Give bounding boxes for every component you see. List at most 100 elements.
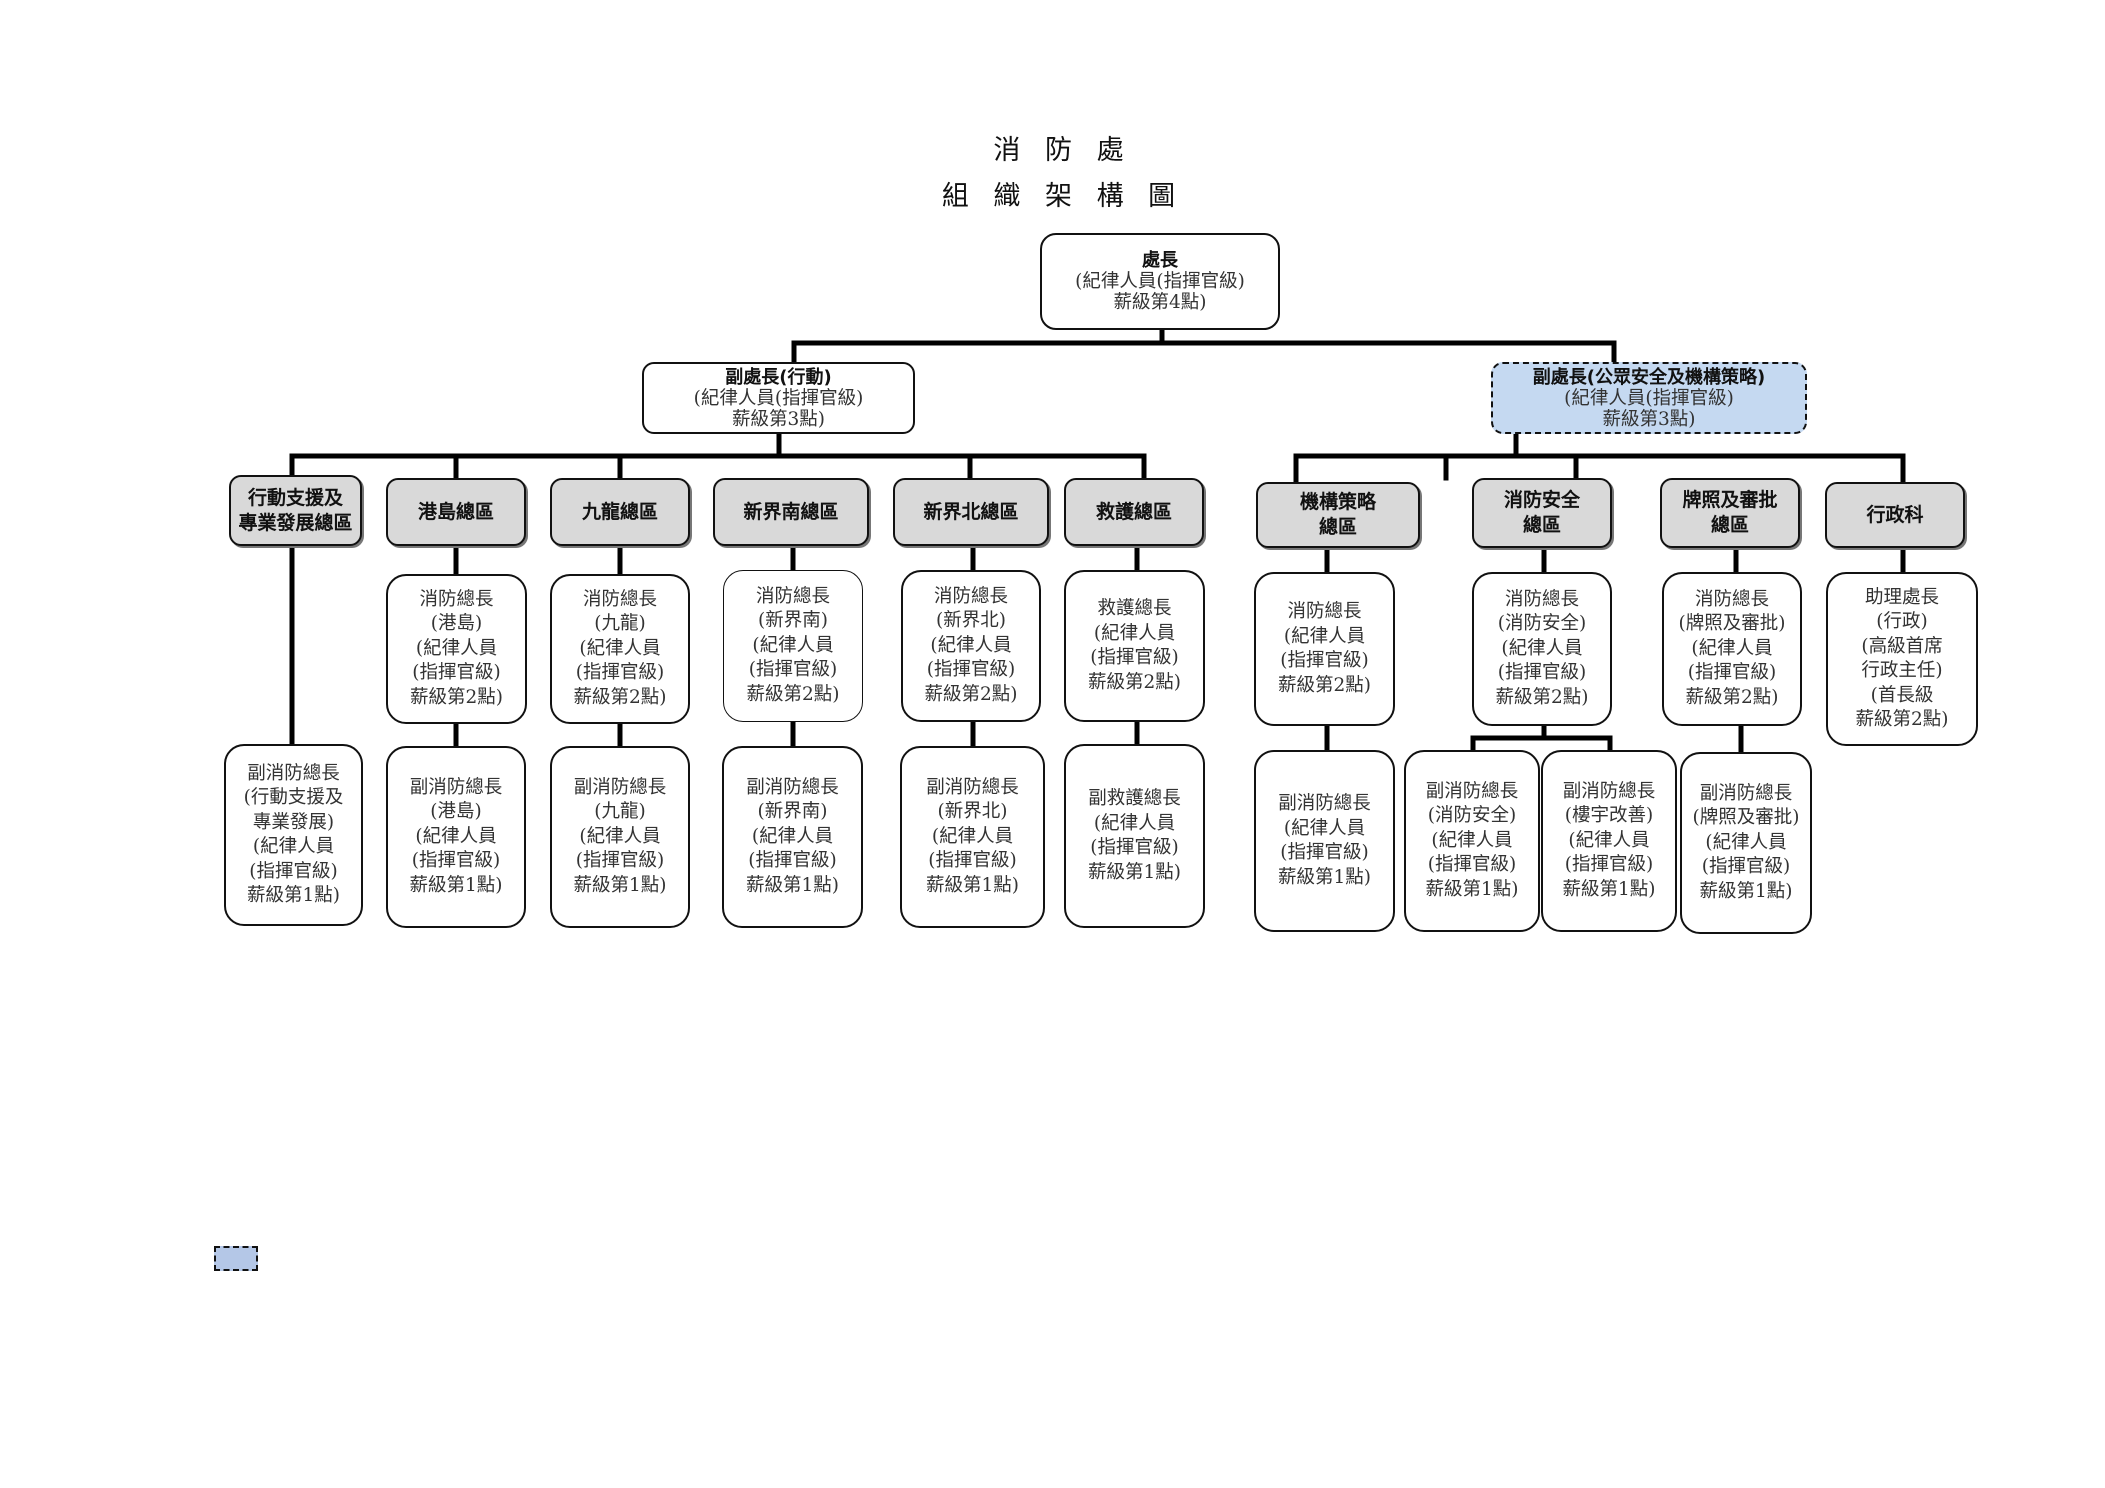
post-line: 薪級第1點) [409, 874, 503, 896]
post-line: (指揮官級) [928, 850, 1017, 872]
post-line: (指揮官級) [1280, 650, 1369, 671]
post-line: (紀律人員 [751, 825, 834, 847]
post-line: (紀律人員 [252, 836, 335, 857]
post-line: 薪級第1點) [573, 874, 667, 896]
deputy-chief-box-building-improvement[interactable]: 副消防總長 (樓宇改善) (紀律人員 (指揮官級) 薪級第1點) [1541, 750, 1677, 932]
command-box-hk-island[interactable]: 港島總區 [386, 478, 526, 546]
command-box-nt-north[interactable]: 新界北總區 [893, 478, 1049, 546]
deputy-director-public-safety-box[interactable]: 副處長(公眾安全及機構策略) (紀律人員(指揮官級) 薪級第3點) [1491, 362, 1807, 434]
command-box-kowloon[interactable]: 九龍總區 [550, 478, 690, 546]
director-title: 處長 [1142, 250, 1178, 271]
post-line: 薪級第2點) [1088, 671, 1181, 693]
deputy-chief-box-kowloon[interactable]: 副消防總長 (九龍) (紀律人員 (指揮官級) 薪級第1點) [550, 746, 690, 928]
deputy-chief-box-hk-island[interactable]: 副消防總長 (港島) (紀律人員 (指揮官級) 薪級第1點) [386, 746, 526, 928]
deputy-chief-box-licensing[interactable]: 副消防總長 (牌照及審批) (紀律人員 (指揮官級) 薪級第1點) [1680, 752, 1812, 934]
post-line: (紀律人員 [931, 825, 1014, 847]
post-line: (指揮官級) [1090, 837, 1179, 858]
post-line: (指揮官級) [1090, 647, 1179, 668]
post-line: (牌照及審批) [1678, 613, 1786, 635]
command-box-administration[interactable]: 行政科 [1825, 482, 1965, 548]
command-name: 新界南總區 [743, 500, 839, 523]
post-line: 消防總長 [755, 585, 830, 607]
post-line: 副消防總長 [409, 776, 503, 798]
legend-dashed-swatch [214, 1246, 258, 1271]
post-line: (紀律人員 [415, 637, 498, 659]
command-name: 總區 [1710, 514, 1749, 536]
post-line: (紀律人員 [579, 825, 661, 847]
post-line: (紀律人員 [1283, 625, 1366, 647]
post-line: (紀律人員 [752, 634, 834, 656]
post-line: 副消防總長 [926, 776, 1019, 798]
post-line: (指揮官級) [1280, 842, 1369, 863]
chief-box-corporate-strategy[interactable]: 消防總長 (紀律人員 (指揮官級) 薪級第2點) [1254, 572, 1395, 726]
post-line: (紀律人員 [1283, 817, 1366, 839]
post-line: (紀律人員 [1431, 829, 1513, 851]
director-rank: (紀律人員(指揮官級) [1075, 271, 1245, 292]
deputy-chief-box-support[interactable]: 副消防總長 (行動支援及 專業發展) (紀律人員 (指揮官級) 薪級第1點) [224, 744, 363, 926]
post-line: 消防總長 [933, 585, 1008, 607]
post-line: 副消防總長 [1278, 793, 1371, 814]
post-line: 副消防總長 [247, 762, 340, 784]
deputy-title: 副處長(行動) [725, 366, 832, 388]
post-line: 專業發展) [252, 811, 335, 833]
post-line: (指揮官級) [1564, 854, 1654, 876]
post-line: (新界北) [937, 801, 1008, 823]
director-pay: 薪級第4點) [1113, 292, 1207, 313]
deputy-chief-box-fire-safety[interactable]: 副消防總長 (消防安全) (紀律人員 (指揮官級) 薪級第1點) [1404, 750, 1540, 932]
post-line: 消防總長 [582, 588, 657, 610]
post-line: (紀律人員 [1705, 831, 1787, 853]
post-line: 薪級第2點) [1495, 686, 1589, 708]
post-line: 救護總長 [1097, 598, 1172, 619]
post-line: (紀律人員 [1501, 637, 1583, 659]
deputy-chief-box-nt-south[interactable]: 副消防總長 (新界南) (紀律人員 (指揮官級) 薪級第1點) [722, 746, 863, 928]
command-name: 總區 [1522, 514, 1561, 536]
command-name: 總區 [1318, 516, 1357, 538]
command-box-licensing[interactable]: 牌照及審批 總區 [1660, 478, 1800, 548]
chief-box-fire-safety[interactable]: 消防總長 (消防安全) (紀律人員 (指揮官級) 薪級第2點) [1472, 572, 1612, 726]
post-line: (指揮官級) [1701, 856, 1791, 878]
command-box-fire-safety[interactable]: 消防安全 總區 [1472, 478, 1612, 548]
chief-box-nt-north[interactable]: 消防總長 (新界北) (紀律人員 (指揮官級) 薪級第2點) [901, 570, 1041, 722]
chief-box-hk-island[interactable]: 消防總長 (港島) (紀律人員 (指揮官級) 薪級第2點) [386, 574, 527, 724]
post-line: (指揮官級) [1497, 662, 1587, 684]
post-line: 薪級第1點) [247, 885, 340, 906]
deputy-chief-box-nt-north[interactable]: 副消防總長 (新界北) (紀律人員 (指揮官級) 薪級第1點) [900, 746, 1045, 928]
deputy-chief-box-ambulance[interactable]: 副救護總長 (紀律人員 (指揮官級) 薪級第1點) [1064, 744, 1205, 928]
post-line: (高級首席 [1861, 635, 1943, 657]
post-line: (新界南) [758, 610, 828, 632]
deputy-director-operations-box[interactable]: 副處長(行動) (紀律人員(指揮官級) 薪級第3點) [642, 362, 915, 434]
post-line: (指揮官級) [748, 850, 837, 872]
director-box[interactable]: 處長 (紀律人員(指揮官級) 薪級第4點) [1040, 233, 1280, 330]
post-line: 副消防總長 [1699, 782, 1793, 804]
command-box-nt-south[interactable]: 新界南總區 [713, 478, 869, 546]
post-line: (首長級 [1870, 684, 1934, 706]
chief-box-ambulance[interactable]: 救護總長 (紀律人員 (指揮官級) 薪級第2點) [1064, 570, 1205, 722]
command-name: 專業發展總區 [238, 511, 353, 534]
command-name: 消防安全 [1503, 489, 1580, 511]
post-line: 薪級第2點) [1278, 674, 1371, 696]
post-line: 副消防總長 [1562, 780, 1656, 802]
post-line: (指揮官級) [411, 850, 501, 872]
assistant-director-admin-box[interactable]: 助理處長 (行政) (高級首席 行政主任) (首長級 薪級第2點) [1826, 572, 1978, 746]
command-box-corporate-strategy[interactable]: 機構策略 總區 [1256, 482, 1420, 548]
post-line: (行動支援及 [243, 787, 344, 808]
chief-box-licensing[interactable]: 消防總長 (牌照及審批) (紀律人員 (指揮官級) 薪級第2點) [1662, 572, 1802, 726]
chart-title-department: 消 防 處 [993, 135, 1132, 166]
post-line: (九龍) [594, 613, 646, 635]
post-line: (紀律人員 [1093, 622, 1176, 644]
post-line: 消防總長 [1694, 588, 1769, 610]
post-line: (指揮官級) [1427, 854, 1517, 876]
post-line: 薪級第2點) [1685, 686, 1779, 708]
command-box-ambulance[interactable]: 救護總區 [1064, 478, 1204, 546]
post-line: 助理處長 [1864, 586, 1939, 608]
post-line: (新界北) [936, 610, 1006, 632]
command-name: 救護總區 [1095, 500, 1172, 523]
command-box-support[interactable]: 行動支援及 專業發展總區 [229, 475, 362, 546]
post-line: 副消防總長 [1425, 780, 1519, 802]
chief-box-nt-south[interactable]: 消防總長 (新界南) (紀律人員 (指揮官級) 薪級第2點) [723, 570, 863, 722]
chief-box-kowloon[interactable]: 消防總長 (九龍) (紀律人員 (指揮官級) 薪級第2點) [550, 574, 690, 724]
deputy-chief-box-corporate-strategy[interactable]: 副消防總長 (紀律人員 (指揮官級) 薪級第1點) [1254, 750, 1395, 932]
post-line: 副消防總長 [746, 776, 839, 798]
post-line: (行政) [1876, 611, 1928, 632]
deputy-rank: (紀律人員(指揮官級) [1564, 387, 1734, 409]
